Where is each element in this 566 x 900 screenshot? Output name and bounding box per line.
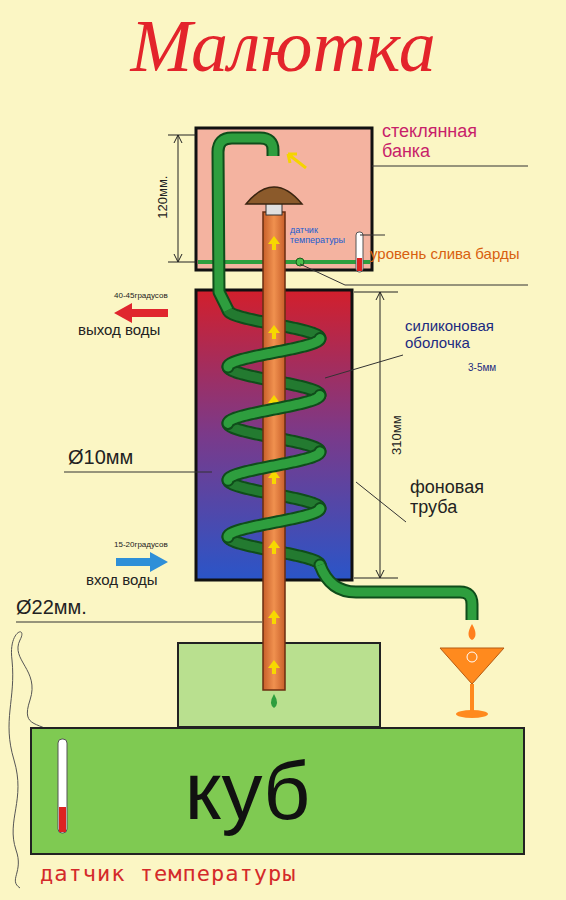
glass-base	[456, 710, 488, 718]
coil-tail-bottom	[320, 565, 472, 620]
coil-winding	[228, 339, 320, 367]
dimension-label: 120мм.	[156, 162, 170, 232]
jar-thermometer-bulb	[357, 258, 362, 271]
dimension-tick	[168, 262, 196, 263]
drip	[469, 624, 476, 640]
vapour-arrow	[268, 540, 280, 554]
leader-line	[325, 355, 403, 378]
flow-arrow	[288, 154, 306, 168]
coil-winding	[228, 452, 320, 480]
coil-tails	[218, 138, 472, 620]
leader-line	[64, 472, 212, 473]
boiler-cube: куб	[30, 727, 525, 855]
shell-label: силиконовая оболочка	[405, 318, 525, 351]
coil-winding	[228, 452, 320, 480]
drain-level-label: уровень слива барды	[370, 246, 550, 263]
leader-lines	[16, 166, 528, 622]
dimension-tick	[168, 135, 196, 136]
glass-stem	[470, 684, 474, 712]
dimension-tick	[354, 578, 398, 579]
mushroom-cap	[246, 187, 302, 204]
leader-line	[356, 482, 406, 522]
glass-emblem	[467, 652, 477, 662]
column-pipe	[263, 212, 285, 690]
coil-tail-top	[218, 138, 273, 310]
leader-line	[16, 622, 262, 623]
vapour-arrow	[268, 236, 280, 250]
dimension-120	[168, 135, 196, 262]
coil-front	[228, 339, 320, 565]
water-in-label: вход воды	[86, 572, 196, 589]
dimension-line	[178, 135, 179, 262]
dimension-label: 310мм	[390, 400, 404, 470]
coil-winding	[228, 395, 320, 423]
vapour-arrow	[268, 325, 280, 339]
water-in-arrow	[116, 552, 168, 572]
vapour-arrows	[268, 236, 280, 674]
coil-winding	[228, 395, 320, 423]
vapour-arrow	[268, 610, 280, 624]
water-out-arrow	[114, 303, 168, 323]
temperature-label: 15-20градусов	[114, 541, 204, 550]
dimension-line	[380, 292, 381, 578]
cube-thermometer	[48, 737, 78, 837]
glass-bowl	[440, 648, 504, 684]
leader-line	[372, 166, 528, 167]
coil-winding	[228, 339, 320, 367]
thickness-label: 3-5мм	[468, 362, 518, 373]
drip	[271, 694, 277, 708]
vapour-arrow	[268, 660, 280, 674]
jar-label: стеклянная банка	[382, 122, 522, 162]
coil-tail-top	[218, 138, 273, 310]
pipe-cap-stem	[266, 203, 282, 215]
thermometer-bulb	[59, 807, 66, 832]
dimension-arrows	[174, 135, 182, 262]
leader-line	[360, 235, 385, 236]
sensor-label: датчик температуры	[40, 862, 340, 886]
jar-thermometer	[356, 232, 363, 272]
dimension-tick	[354, 292, 398, 293]
water-out-label: выход воды	[78, 322, 188, 339]
leader-line	[300, 264, 528, 285]
node-label: куб	[185, 746, 311, 836]
sensor-label: датчик температуры	[290, 226, 354, 246]
coil-winding	[228, 509, 320, 537]
temperature-label: 40-45градусов	[114, 292, 204, 301]
diameter-label: Ø22мм.	[16, 596, 116, 618]
dimension-arrows	[376, 292, 384, 578]
diagram-title: Малютка	[0, 6, 566, 87]
coil-tail-bottom	[320, 565, 472, 620]
thermometer-tube	[58, 739, 67, 833]
coil-winding	[228, 509, 320, 537]
jacket-label: фоновая труба	[410, 478, 530, 518]
diameter-label: Ø10мм	[68, 446, 158, 468]
